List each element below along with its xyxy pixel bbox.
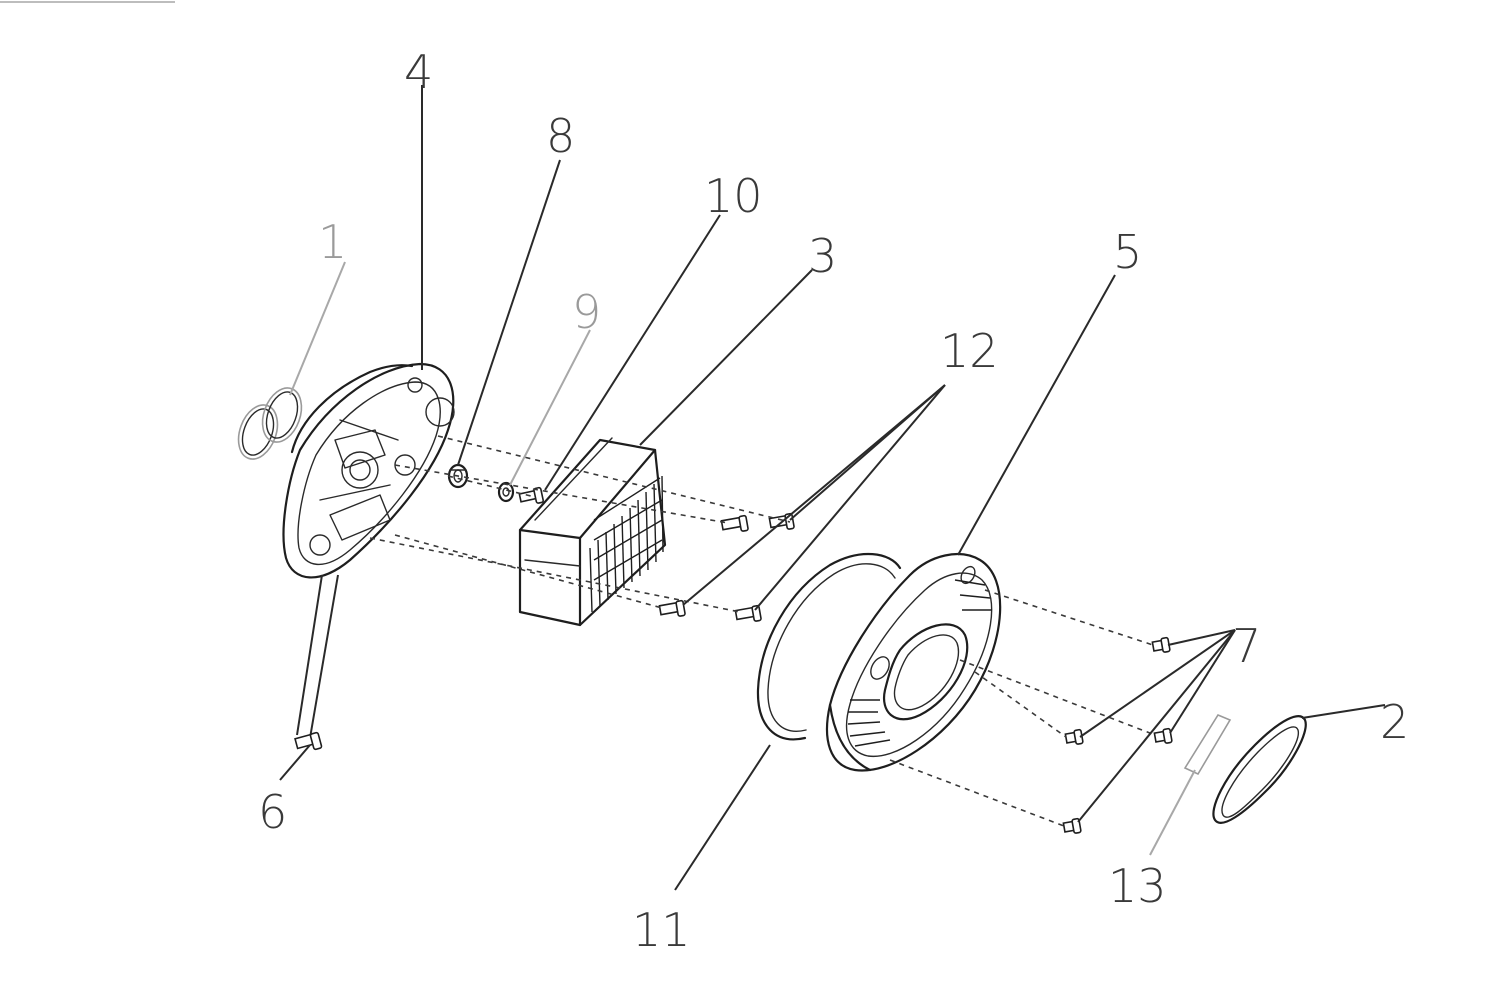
part-4-base-housing [282, 362, 455, 579]
part-1-gasket [237, 387, 303, 460]
part-7-screws [1062, 636, 1173, 834]
part-3-filter-element [518, 437, 667, 627]
filter-pleats [589, 475, 664, 613]
cover-ribs [847, 579, 992, 747]
callout-5: 5 [1113, 225, 1142, 279]
part-5-cover [826, 553, 1002, 772]
callout-13: 13 [1108, 859, 1167, 913]
callout-9: 9 [572, 285, 601, 339]
assembly-axes [369, 435, 1156, 827]
callout-4: 4 [404, 45, 433, 99]
part-6-screw [294, 574, 339, 751]
callout-7: 7 [1232, 619, 1261, 673]
callout-1: 1 [318, 215, 347, 269]
callout-2: 2 [1380, 695, 1409, 749]
part-13-label [1183, 714, 1232, 776]
callout-11: 11 [632, 903, 691, 957]
callout-8: 8 [546, 109, 575, 163]
callout-12: 12 [940, 324, 999, 378]
callout-6: 6 [258, 785, 287, 839]
part-10-screw [518, 486, 545, 504]
part-9-washer [497, 481, 515, 503]
part-11-seal [756, 553, 902, 741]
callouts: 1 2 3 4 5 6 7 8 9 10 11 12 13 [258, 45, 1409, 957]
part-2-badge [1212, 715, 1307, 824]
leader-lines [279, 85, 1386, 891]
callout-10: 10 [704, 169, 763, 223]
callout-3: 3 [808, 229, 837, 283]
